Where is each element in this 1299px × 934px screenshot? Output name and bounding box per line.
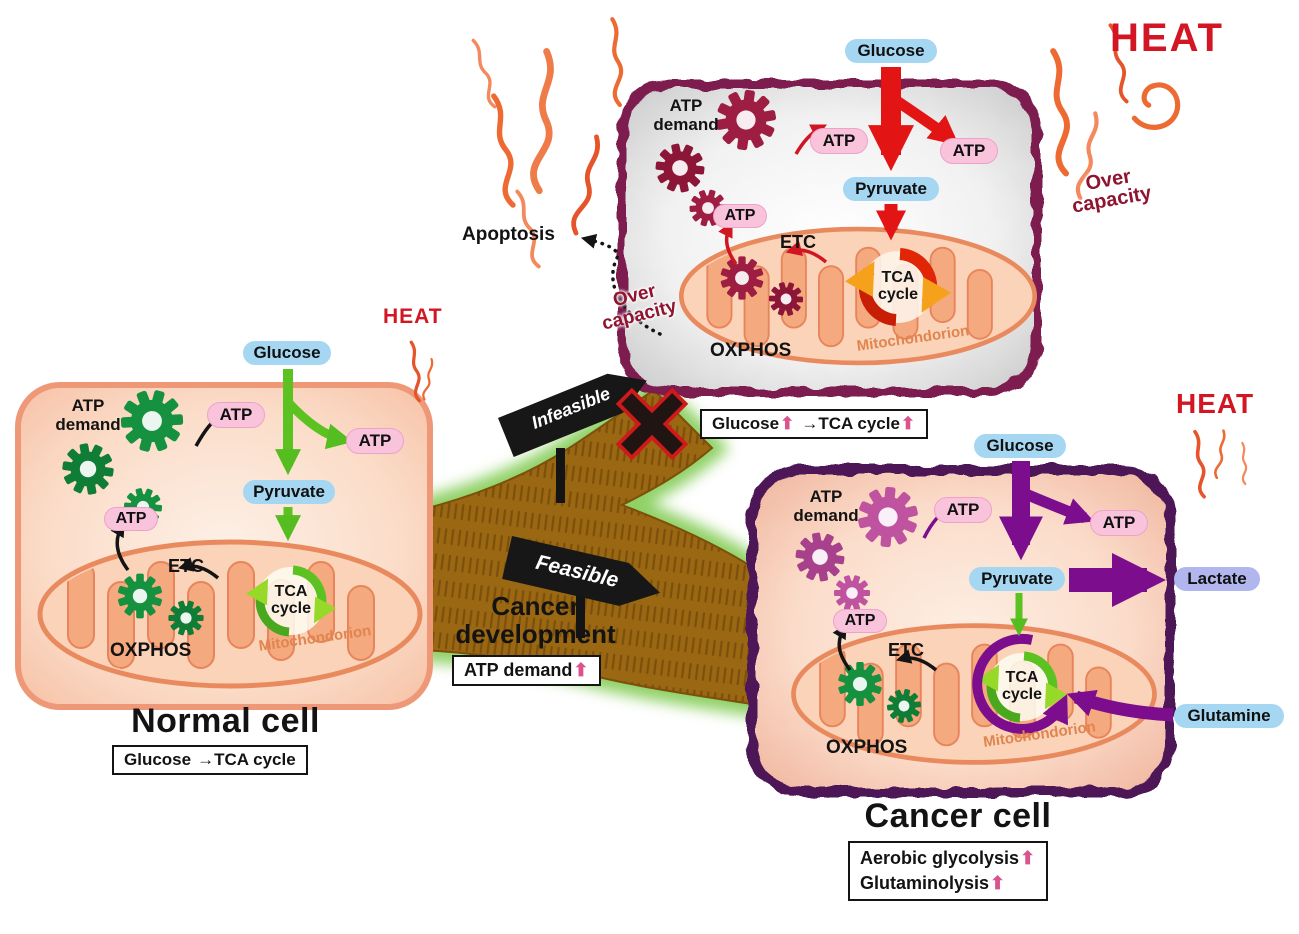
oxphos-label-normal: OXPHOS [110, 640, 192, 661]
etc-label-cancer: ETC [888, 640, 924, 660]
over-capacity-label-right: Over capacity [1070, 165, 1154, 218]
x-mark [615, 387, 689, 461]
lactate-pill: Lactate [1174, 567, 1260, 591]
feasible-sign-post [576, 590, 585, 638]
oxphos-label-cancer: OXPHOS [826, 737, 908, 758]
cancer-development-label: Cancer development [455, 591, 616, 649]
infeasible-sign-post [556, 448, 565, 503]
pyruvate-pill-cancer: Pyruvate [969, 567, 1065, 591]
cancer-cell-title: Cancer cell [864, 797, 1052, 835]
normal-cell-title: Normal cell [131, 702, 320, 740]
etc-label-normal: ETC [168, 556, 204, 576]
tca-wrap-arrow [972, 633, 1068, 734]
feasible-sign [502, 536, 661, 638]
heat-label-top: HEAT [1110, 16, 1224, 60]
glutamine-arrow [1066, 689, 1174, 722]
atp-pill-cancer-glycolysis: ATP [1090, 510, 1148, 536]
glucose-pill-cancer: Glucose [974, 434, 1066, 458]
atp-demand-up-box: ATP demand⬆ [452, 655, 602, 686]
atp-pill-normal-demand: ATP [207, 402, 265, 428]
tca-label-normal: TCA cycle [270, 583, 312, 617]
infeasible-sign-label: Infeasible [528, 383, 614, 433]
glycolysis-arrows-cancer [972, 461, 1174, 734]
infeasible-sign [498, 373, 647, 503]
atp-pill-normal-glycolysis: ATP [346, 428, 404, 454]
tca-label-cancer: TCA cycle [1001, 669, 1043, 703]
overloaded-cell-summary-box: Glucose⬆→TCA cycle⬆ [700, 409, 929, 439]
apoptosis-label: Apoptosis [462, 224, 555, 245]
atp-demand-label-normal: ATP demand [55, 396, 121, 434]
glucose-pill-overloaded: Glucose [845, 39, 937, 63]
pyruvate-pill-overloaded: Pyruvate [843, 177, 939, 201]
atp-demand-label-overloaded: ATP demand [653, 96, 719, 134]
normal-cell-summary-box: Glucose→TCA cycle [112, 745, 308, 775]
apoptosis-arrow [580, 233, 662, 336]
atp-pill-cancer-oxphos: ATP [833, 609, 887, 633]
atp-pill-overloaded-glycolysis: ATP [940, 138, 998, 164]
glycolysis-arrows-normal [275, 369, 353, 542]
atp-pill-normal-oxphos: ATP [104, 507, 158, 531]
glucose-pill-normal: Glucose [243, 341, 331, 365]
mitochondrion-label-cancer: Mitochondorion [982, 718, 1097, 751]
tca-label-overloaded: TCA cycle [877, 269, 919, 303]
mitochondrion-label-overloaded: Mitochondorion [855, 322, 971, 355]
over-capacity-label-left: Over capacity [599, 280, 679, 335]
heat-label-cancer: HEAT [1176, 388, 1255, 419]
atp-pill-overloaded-demand: ATP [810, 128, 868, 154]
pyruvate-pill-normal: Pyruvate [243, 480, 335, 504]
etc-label-overloaded: ETC [780, 232, 816, 252]
glutamine-pill: Glutamine [1174, 704, 1284, 728]
atp-demand-label-cancer: ATP demand [793, 487, 859, 525]
oxphos-label-overloaded: OXPHOS [710, 340, 792, 361]
mitochondrion-label-normal: Mitochondorion [257, 622, 373, 655]
glycolysis-arrows-overloaded [868, 67, 960, 241]
atp-pill-overloaded-oxphos: ATP [713, 204, 767, 228]
atp-pill-cancer-demand: ATP [934, 497, 992, 523]
heat-label-normal: HEAT [383, 305, 443, 328]
cancer-cell-summary-box: Aerobic glycolysis⬆ Glutaminolysis⬆ [848, 841, 1049, 901]
